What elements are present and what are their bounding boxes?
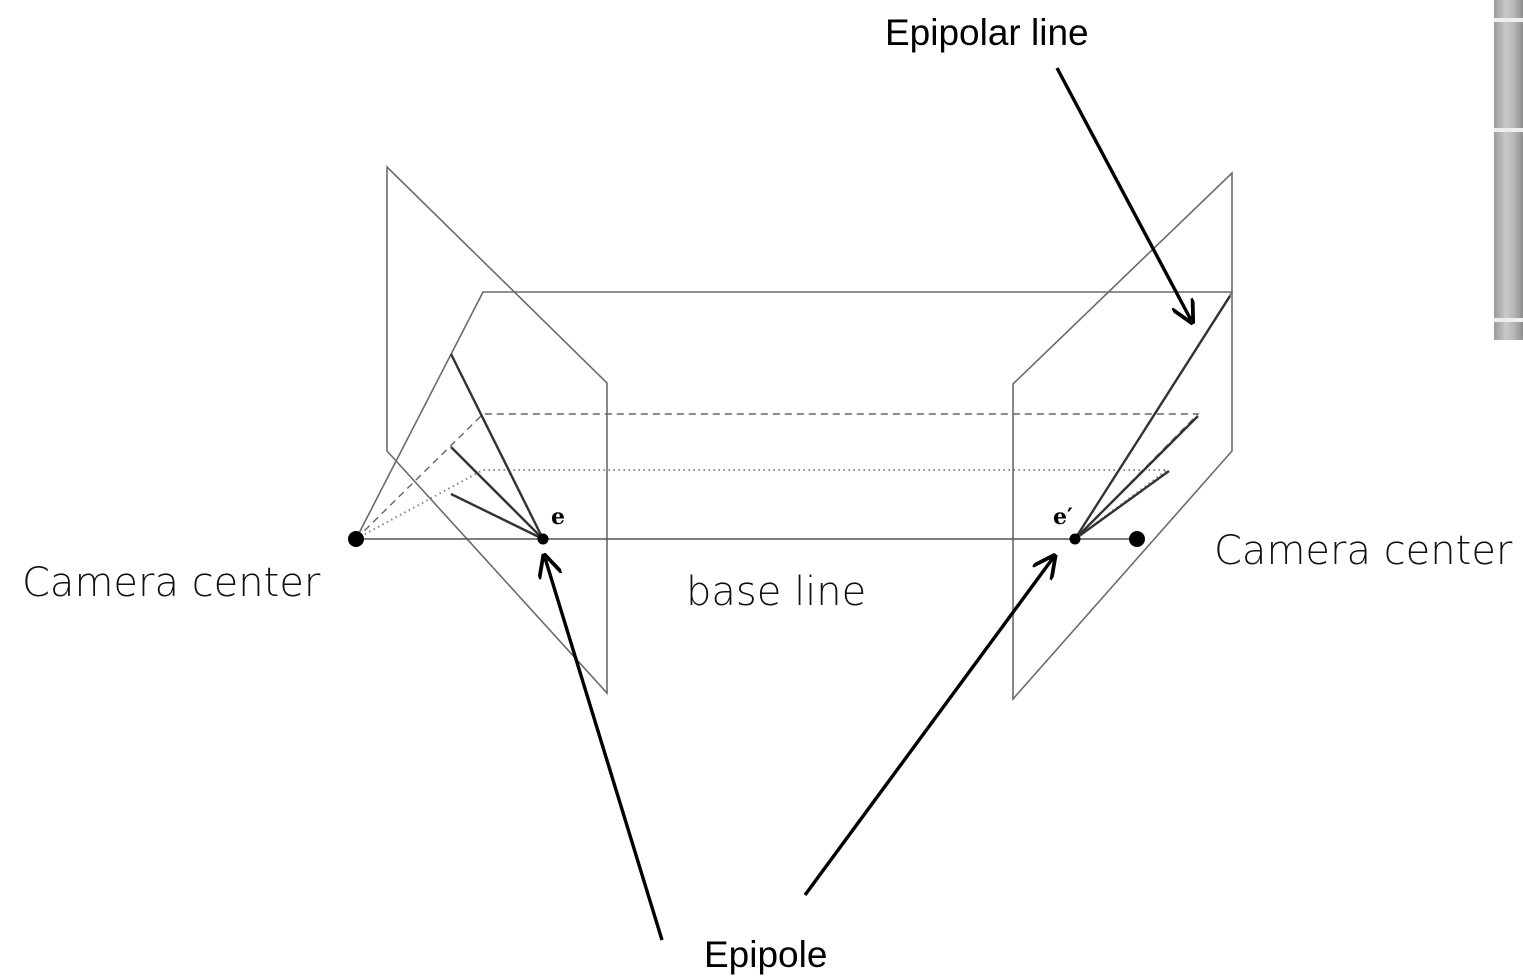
epipole-arrow-left <box>545 558 664 941</box>
right-camera-center-point <box>1129 531 1145 547</box>
camera-center-left-label: Camera center <box>22 560 321 606</box>
right-epipolar-line-3 <box>1074 470 1170 540</box>
epipole-e-label: e <box>551 504 565 530</box>
cropped-image-strip <box>1494 0 1523 340</box>
epipolar-plane <box>355 291 1234 540</box>
right-epipolar-line-2 <box>1074 415 1199 540</box>
epipole-e-prime-label: e′ <box>1053 504 1073 530</box>
epipolar-line-arrow <box>1055 67 1191 320</box>
dotted-plane <box>355 469 1170 540</box>
camera-center-right-label: Camera center <box>1214 528 1513 574</box>
left-image-plane <box>386 165 608 696</box>
left-epipolar-line-2 <box>450 446 544 540</box>
epipole-label: Epipole <box>704 934 828 975</box>
epipolar-line-label: Epipolar line <box>885 12 1089 53</box>
left-epipolar-line-3 <box>450 492 544 541</box>
epipole-e-prime-point <box>1069 533 1081 545</box>
left-epipolar-line-1 <box>449 353 545 540</box>
right-epipolar-line-1 <box>1073 295 1232 540</box>
left-camera-center-point <box>348 531 364 547</box>
dashed-plane <box>355 413 1200 540</box>
base-line-label: base line <box>686 569 867 615</box>
epipole-e-point <box>537 533 549 545</box>
epipole-arrow-right <box>803 558 1053 897</box>
right-image-plane <box>1012 171 1233 702</box>
